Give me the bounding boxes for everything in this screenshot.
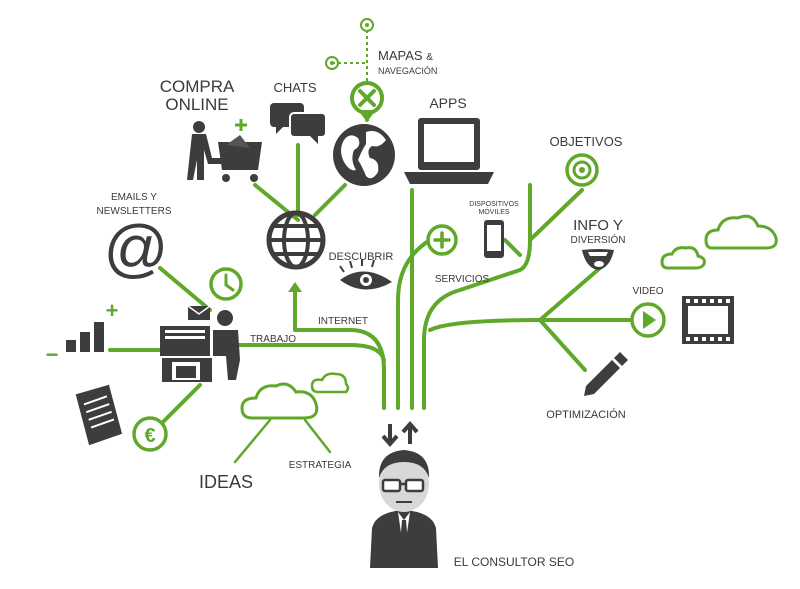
internet-globe-icon <box>266 210 326 270</box>
close-marker-icon <box>350 81 384 122</box>
growth-bars-icon: + − <box>46 298 119 367</box>
moviles-label: MÓVILES <box>478 207 509 216</box>
film-strip-icon <box>682 296 734 344</box>
dispositivos-label: DISPOSITIVOS <box>469 201 519 208</box>
office-worker-icon <box>160 305 240 382</box>
plus-sign: + <box>106 298 119 323</box>
ideas-label: IDEAS <box>199 472 253 492</box>
internet-label: INTERNET <box>318 316 368 327</box>
laughing-mouth-icon <box>582 249 614 270</box>
online-label: ONLINE <box>165 95 228 114</box>
video-label: VIDEO <box>632 286 663 297</box>
descubrir-label: DESCUBRIR <box>329 251 394 263</box>
minus-sign: − <box>46 342 59 367</box>
mapas-label: MAPAS & <box>378 48 433 63</box>
chat-bubbles-icon <box>270 103 327 144</box>
earth-globe-icon <box>333 124 395 186</box>
navegacion-label: NAVEGACIÓN <box>378 66 437 76</box>
up-down-arrows-icon <box>381 420 419 448</box>
chats-label: CHATS <box>273 80 316 95</box>
add-circle-icon <box>426 224 458 256</box>
euro-coin-icon: € <box>132 416 168 452</box>
optimizacion-label: OPTIMIZACIÓN <box>546 408 626 421</box>
connector-lines <box>108 30 632 464</box>
euro-symbol: € <box>144 425 155 447</box>
small-cloud-icon <box>660 246 706 270</box>
pencil-icon <box>584 352 628 396</box>
ideas-cloud-icon <box>240 382 319 420</box>
clock-icon <box>209 267 243 301</box>
map-pin-icon <box>325 18 374 70</box>
at-sign-icon: @ <box>104 212 169 284</box>
consultor-label: EL CONSULTOR SEO <box>454 555 574 569</box>
document-icon <box>75 384 123 446</box>
compra-label: COMPRA <box>160 77 235 96</box>
play-icon <box>630 302 666 338</box>
consultant-avatar <box>370 450 438 568</box>
apps-label: APPS <box>429 95 466 111</box>
objetivos-label: OBJETIVOS <box>550 134 623 149</box>
newsletters-label: NEWSLETTERS <box>96 206 171 217</box>
arrow-up-icon <box>288 282 302 292</box>
trabajo-label: TRABAJO <box>250 334 296 345</box>
shopping-cart-icon <box>187 119 262 182</box>
diversion-label: DIVERSIÓN <box>570 233 625 246</box>
info-label: INFO Y <box>573 217 623 234</box>
servicios-label: SERVICIOS <box>435 274 490 285</box>
eye-icon <box>339 259 392 290</box>
laptop-icon <box>404 118 494 184</box>
small-ideas-cloud-icon <box>310 372 350 394</box>
target-icon <box>565 153 599 187</box>
emails-label: EMAILS Y <box>111 192 157 203</box>
cloud-icon <box>704 214 778 250</box>
smartphone-icon <box>484 220 504 258</box>
estrategia-label: ESTRATEGIA <box>289 460 352 471</box>
